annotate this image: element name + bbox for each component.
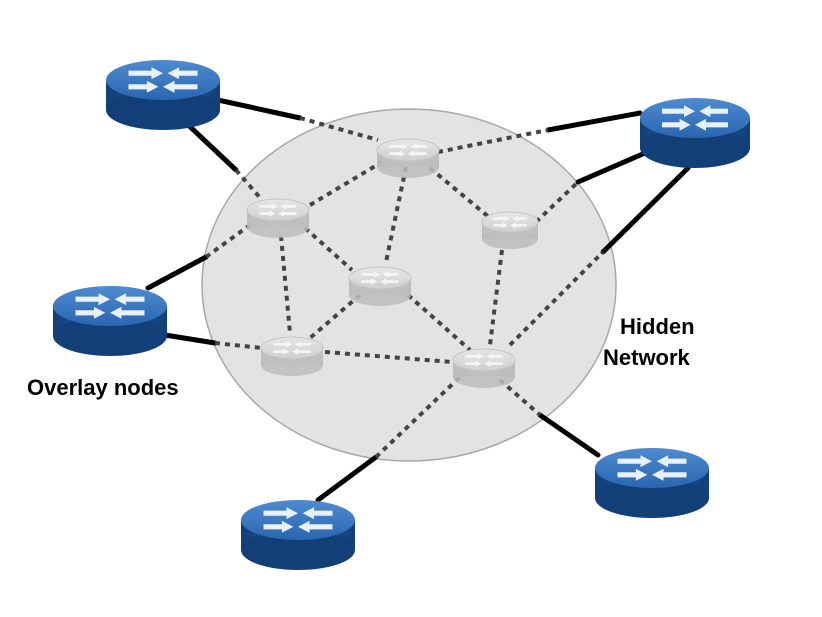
hidden-link	[308, 293, 362, 340]
overlay-link	[575, 150, 648, 185]
hidden-link	[234, 168, 264, 202]
overlay-nodes-label: Overlay nodes	[27, 375, 179, 400]
overlay-link	[545, 110, 643, 133]
router-icon	[452, 348, 516, 388]
hidden-link	[214, 341, 263, 350]
overlay-link	[537, 412, 601, 458]
hidden-link	[508, 250, 605, 347]
overlay-link	[215, 97, 303, 121]
overlay-link	[315, 454, 379, 503]
hidden-link	[428, 166, 492, 220]
hidden-network-label-line2: Network	[603, 345, 691, 370]
overlay-link	[182, 119, 239, 173]
overlay-links	[145, 97, 691, 503]
hidden-routers	[246, 138, 539, 388]
router-icon	[481, 211, 539, 249]
hidden-link	[406, 293, 472, 352]
router-icon	[348, 266, 412, 306]
router-icon	[640, 98, 750, 168]
hidden-link	[498, 378, 542, 417]
hidden-link	[324, 350, 453, 364]
hidden-network-label-line1: Hidden	[620, 314, 695, 339]
hidden-link	[299, 116, 379, 142]
hidden-link	[279, 235, 292, 334]
hidden-link	[303, 226, 354, 272]
overlay-link	[162, 332, 218, 346]
router-icon	[246, 198, 310, 238]
overlay-routers	[53, 60, 750, 570]
overlay-link	[600, 165, 691, 255]
hidden-link	[437, 128, 549, 154]
overlay-link	[145, 254, 209, 291]
hidden-links	[204, 116, 605, 459]
hidden-link	[384, 166, 408, 263]
router-icon	[53, 286, 167, 356]
router-icon	[260, 336, 324, 376]
router-icon	[376, 138, 440, 178]
router-icon	[106, 60, 220, 130]
hidden-link	[308, 160, 384, 207]
router-icon	[595, 448, 709, 518]
router-icon	[241, 500, 355, 570]
